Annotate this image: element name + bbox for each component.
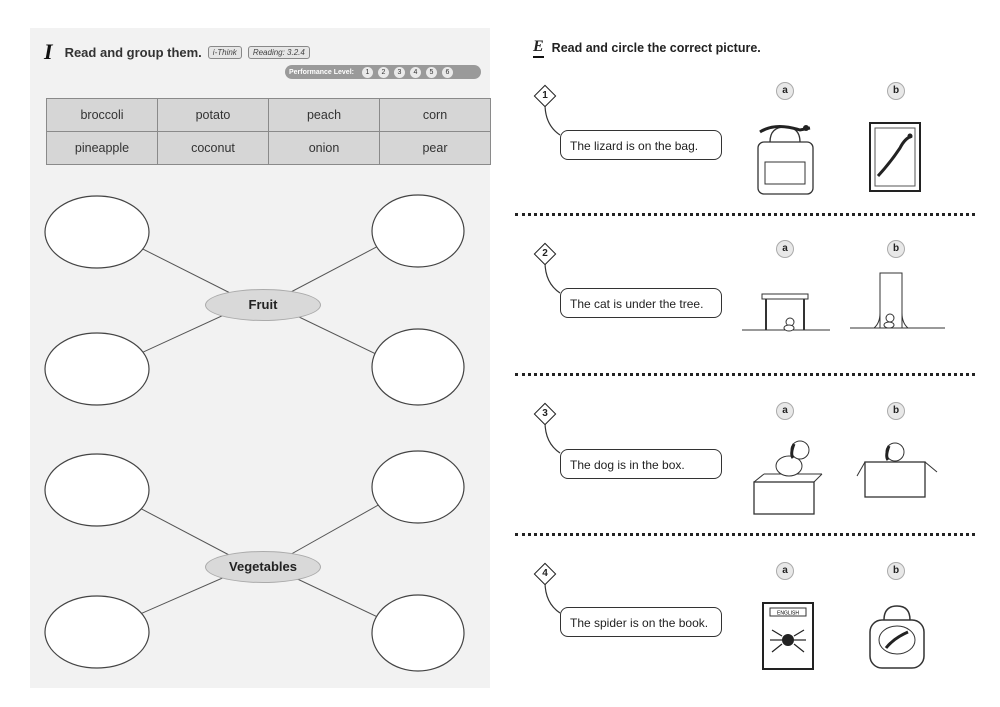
picture-cat-under-tree[interactable] (850, 268, 945, 338)
divider (515, 373, 975, 376)
pointer-line (544, 103, 561, 136)
badge-think: i-Think (207, 45, 242, 59)
divider (515, 213, 975, 216)
sentence-2: The cat is under the tree. (560, 288, 722, 318)
level-4: 4 (409, 66, 421, 78)
item-number-text: 1 (542, 90, 548, 101)
option-b-label: b (887, 562, 905, 580)
pointer-line (544, 261, 561, 294)
vegetables-center-node: Vegetables (205, 551, 321, 583)
vegetable-answer-oval-1[interactable] (44, 453, 150, 527)
vegetable-answer-oval-2[interactable] (44, 595, 150, 669)
word-table: broccoli potato peach corn pineapple coc… (46, 98, 491, 165)
picture-lizard-on-book[interactable] (860, 118, 930, 196)
sentence-4: The spider is on the book. (560, 607, 722, 637)
left-title: Read and group them. (64, 44, 202, 60)
picture-cat-under-table[interactable] (742, 290, 830, 340)
sentence-3: The dog is in the box. (560, 449, 722, 479)
level-5: 5 (425, 66, 437, 78)
picture-lizard-on-bag[interactable] (740, 112, 830, 197)
pointer-line (544, 581, 561, 614)
option-a-label: a (776, 402, 794, 420)
word-cell: coconut (157, 131, 269, 165)
option-a-label: a (776, 82, 794, 100)
word-cell: pineapple (46, 131, 158, 165)
item-number-text: 3 (542, 408, 548, 419)
performance-level-bar: Performance Level: 1 2 3 4 5 6 (285, 65, 481, 79)
left-header: I Read and group them. i-Think Reading: … (44, 39, 310, 64)
picture-dog-on-box[interactable] (744, 432, 826, 520)
option-a-label: a (776, 240, 794, 258)
option-b-label: b (887, 402, 905, 420)
picture-spider-on-bag[interactable] (862, 600, 932, 672)
performance-label: Performance Level: (289, 68, 354, 76)
sentence-1: The lizard is on the bag. (560, 130, 722, 160)
vegetable-answer-oval-4[interactable] (371, 594, 465, 672)
fruit-answer-oval-4[interactable] (371, 328, 465, 406)
level-1: 1 (361, 66, 373, 78)
level-3: 3 (393, 66, 405, 78)
divider (515, 533, 975, 536)
word-cell: pear (379, 131, 491, 165)
section-tag-left: I (44, 39, 53, 64)
word-cell: onion (268, 131, 380, 165)
option-b-label: b (887, 240, 905, 258)
word-cell: potato (157, 98, 269, 132)
badge-reading: Reading: 3.2.4 (247, 45, 310, 59)
fruit-center-node: Fruit (205, 289, 321, 321)
fruit-answer-oval-3[interactable] (371, 194, 465, 268)
item-number-text: 4 (542, 568, 548, 579)
picture-spider-on-book[interactable]: ENGLISH (758, 598, 818, 673)
option-b-label: b (887, 82, 905, 100)
book-title-english: ENGLISH (777, 611, 799, 617)
pointer-line (544, 421, 561, 454)
fruit-answer-oval-2[interactable] (44, 332, 150, 406)
section-tag-right: E (533, 38, 544, 58)
picture-dog-in-box[interactable] (855, 432, 945, 502)
option-a-label: a (776, 562, 794, 580)
level-6: 6 (441, 66, 453, 78)
right-header: E Read and circle the correct picture. (533, 38, 761, 58)
right-title: Read and circle the correct picture. (551, 41, 761, 55)
table-row: broccoli potato peach corn (46, 98, 491, 132)
item-number-text: 2 (542, 248, 548, 259)
fruit-answer-oval-1[interactable] (44, 195, 150, 269)
vegetable-answer-oval-3[interactable] (371, 450, 465, 524)
table-row: pineapple coconut onion pear (46, 131, 491, 165)
level-2: 2 (377, 66, 389, 78)
